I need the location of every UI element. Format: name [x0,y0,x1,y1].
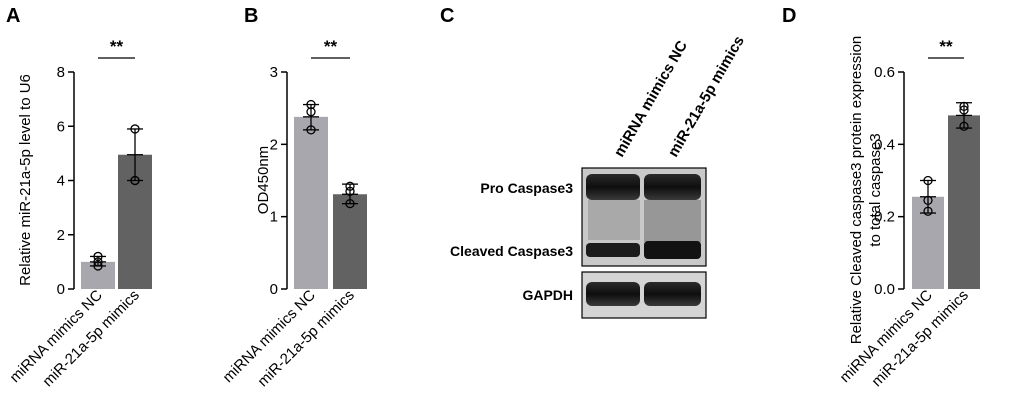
chart-b-ylabel: OD450nm [255,146,272,214]
band-cleaved-caspase3-nc [586,243,640,257]
chart-a: Relative miR-21a-5p level to U6 02468miR… [7,37,152,390]
chart-b-tick-label: 2 [270,136,278,153]
band-pro-caspase3-nc [586,174,640,200]
chart-a-point [130,175,140,186]
chart-a-point [93,251,103,262]
blot-label-gapdh: GAPDH [522,287,573,303]
chart-b-tick-label: 0 [270,281,278,298]
chart-a-point [93,261,103,271]
chart-d-ylabel: Relative Cleaved caspase3 protein expres… [848,36,865,345]
blot-smear-nc [588,200,640,240]
band-gapdh-mimics [644,282,701,306]
chart-b-point [306,99,316,110]
band-gapdh-nc [586,282,640,306]
chart-b-bar [294,116,328,289]
chart-a-tick-label: 0 [57,281,65,298]
chart-d-tick-label: 0.0 [874,281,895,298]
chart-a-tick-label: 2 [57,227,65,244]
chart-a-point [93,257,103,267]
chart-d-bar [948,115,980,290]
chart-b-point [306,107,316,117]
panel-letter-c: C [440,5,454,27]
chart-b-point [345,198,355,209]
chart-a-ylabel: Relative miR-21a-5p level to U6 [17,74,34,286]
blot-label-cleaved-caspase3: Cleaved Caspase3 [450,243,573,259]
chart-a-tick-label: 8 [57,64,65,81]
chart-d-point [923,206,933,216]
blot-smear-mimics [644,200,701,242]
chart-d-point [959,121,969,131]
chart-a-point [130,124,140,134]
chart-d-tick-label: 0.4 [874,136,895,153]
band-cleaved-caspase3-mimics [644,241,701,259]
blot-label-pro-caspase3: Pro Caspase3 [480,180,573,196]
chart-b-tick-label: 3 [270,64,278,81]
chart-b-point [306,125,316,135]
western-blot: miRNA mimics NC miR-21a-5p mimics Pro Ca… [450,33,748,319]
chart-d: Relative Cleaved caspase3 protein expres… [837,36,980,390]
chart-d-significance-label: ** [939,37,953,56]
chart-d-point [959,105,969,115]
chart-d-ylabel-line2: to total caspase3 [867,133,884,246]
chart-d-tick-label: 0.6 [874,64,895,81]
chart-d-point [923,195,933,206]
chart-d-point [959,101,969,112]
chart-b-point [345,181,355,191]
chart-b-significance-label: ** [324,37,338,56]
chart-b-tick-label: 1 [270,209,278,226]
panel-letter-d: D [782,5,796,27]
panel-letter-a: A [6,5,20,27]
chart-b-point [345,186,355,197]
chart-d-point [923,175,933,186]
chart-a-tick-label: 6 [57,118,65,135]
chart-a-significance-label: ** [110,37,124,56]
chart-b-bar [333,194,367,289]
band-pro-caspase3-mimics [644,174,701,200]
panel-letter-b: B [244,5,258,27]
chart-d-tick-label: 0.2 [874,209,895,226]
chart-a-tick-label: 4 [57,173,65,190]
